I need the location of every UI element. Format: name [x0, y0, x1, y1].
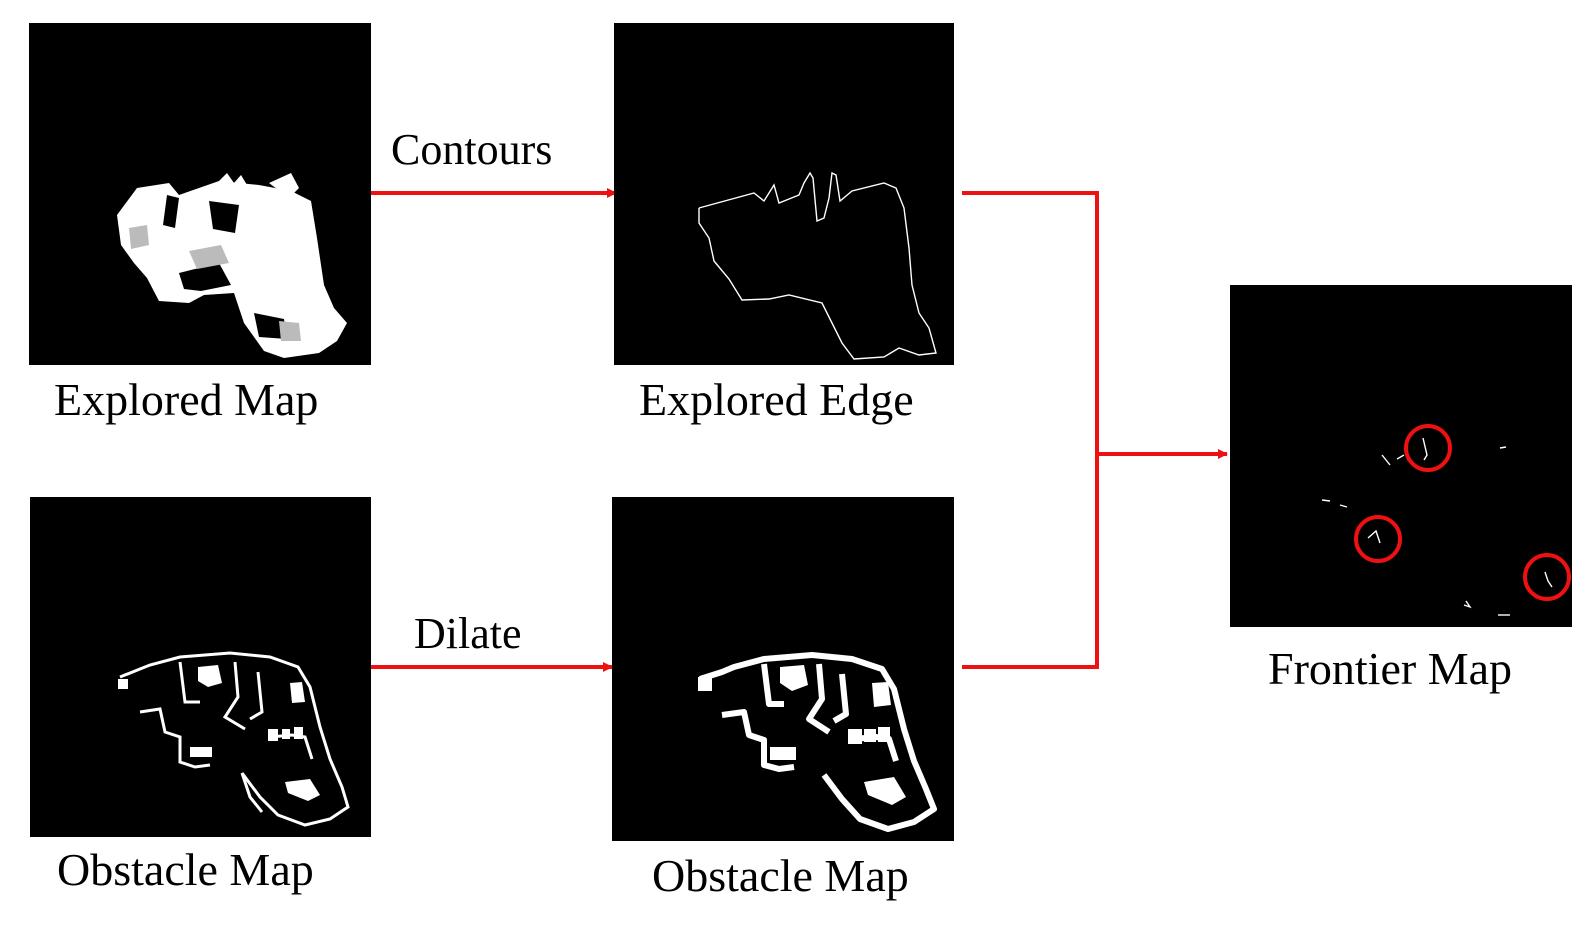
dilate-label: Dilate — [414, 609, 522, 658]
obstacle-map-dilated-caption: Obstacle Map — [652, 850, 909, 901]
explored-map-caption: Explored Map — [54, 374, 319, 425]
frontier-highlights — [1354, 424, 1571, 601]
explored-edge-image — [614, 23, 954, 365]
explored-edge-caption: Explored Edge — [639, 374, 914, 425]
highlight-circle-1 — [1404, 424, 1452, 472]
highlight-circle-2 — [1354, 515, 1402, 563]
frontier-map-image — [1230, 285, 1572, 627]
obstacle-map-raw-image — [30, 497, 371, 837]
edge-to-merge-line — [962, 191, 1099, 669]
explored-map-image — [29, 23, 371, 365]
obstacle-map-raw-caption: Obstacle Map — [57, 844, 314, 895]
obstacle-map-dilated-image — [612, 497, 954, 841]
frontier-map-caption: Frontier Map — [1268, 643, 1513, 694]
contours-label: Contours — [391, 125, 553, 174]
highlight-circle-3 — [1523, 553, 1571, 601]
